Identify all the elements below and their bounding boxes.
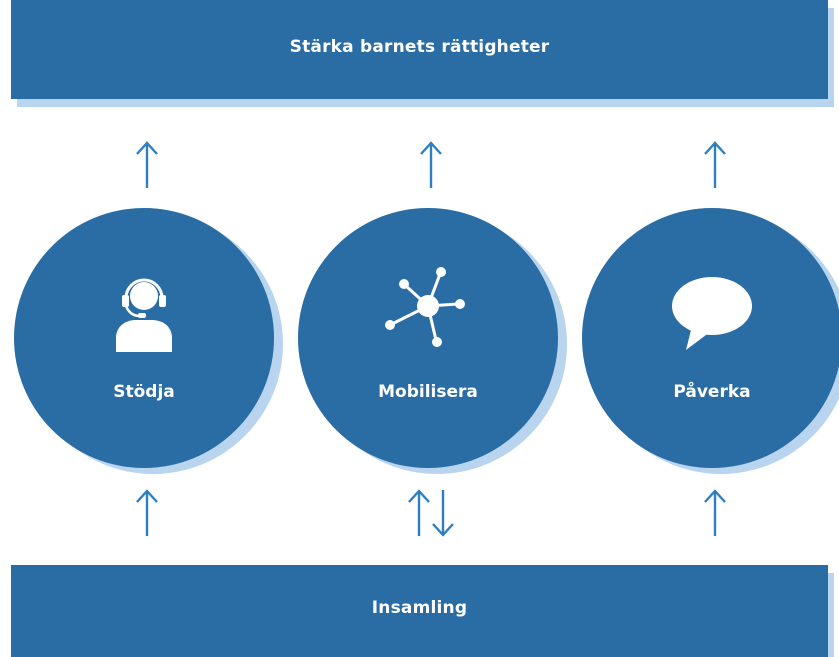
- up-arrow-icon: [408, 489, 430, 536]
- pillar-paverka: Påverka: [582, 208, 839, 468]
- up-arrow-icon: [136, 141, 158, 188]
- up-arrow-icon: [704, 141, 726, 188]
- top-banner-title: Stärka barnets rättigheter: [289, 36, 550, 57]
- up-arrow-icon: [704, 489, 726, 536]
- pillar-mobilisera: Mobilisera: [298, 208, 558, 468]
- bottom-banner: Insamling: [11, 565, 828, 657]
- speech-bubble-icon: [672, 277, 752, 350]
- bottom-banner-title: Insamling: [371, 598, 468, 618]
- network-hub-icon: [385, 267, 465, 347]
- up-arrow-icon: [136, 489, 158, 536]
- pillar-label: Påverka: [673, 382, 751, 402]
- pillar-stodja: Stödja: [14, 208, 274, 468]
- up-arrow-icon: [420, 141, 442, 188]
- headset-person-icon: [116, 278, 172, 352]
- down-arrow-icon: [432, 490, 454, 537]
- pillar-label: Mobilisera: [378, 382, 478, 402]
- pillar-label: Stödja: [113, 382, 175, 402]
- top-banner: Stärka barnets rättigheter: [11, 0, 828, 99]
